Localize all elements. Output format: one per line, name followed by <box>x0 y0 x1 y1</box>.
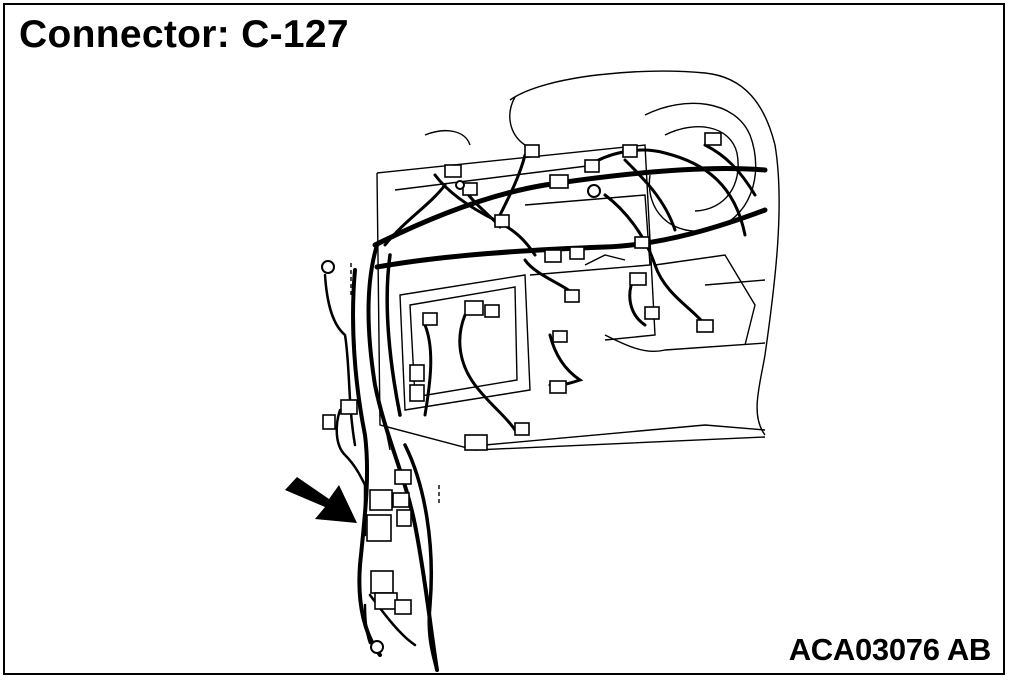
wiring-harness-illustration <box>285 70 780 672</box>
ring-terminal-icon <box>321 180 601 654</box>
page-title: Connector: C-127 <box>19 13 349 56</box>
diagram-frame: Connector: C-127 ACA03076 AB <box>3 3 1005 675</box>
figure-code: ACA03076 AB <box>788 632 992 667</box>
harness-wires <box>323 143 768 672</box>
dashed-leaders <box>350 263 440 505</box>
connectors <box>322 132 722 615</box>
arrow-right-down-icon <box>285 477 357 523</box>
